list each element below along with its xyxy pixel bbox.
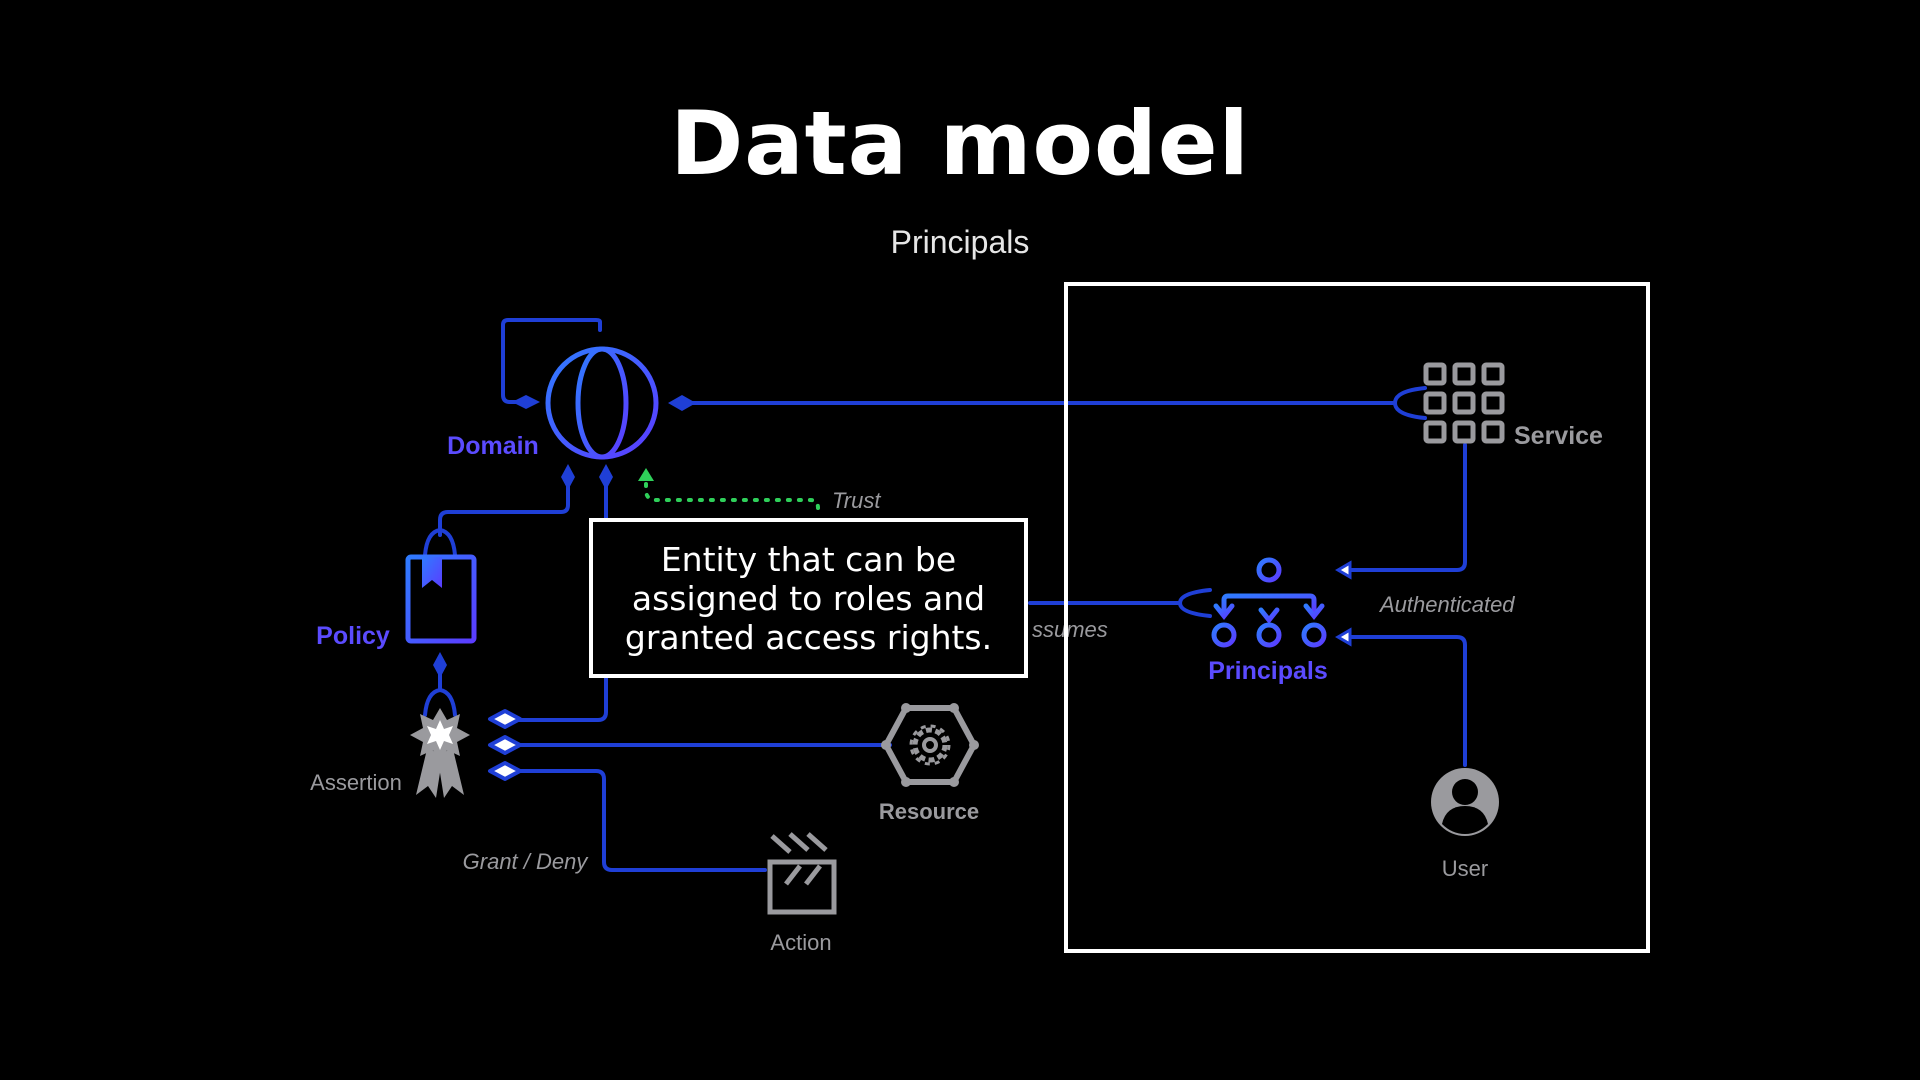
assertion-diamond-3 <box>488 761 522 781</box>
award-badge-icon <box>410 708 470 798</box>
domain-policy-diamond <box>561 464 575 490</box>
domain-self-loop-connector <box>501 318 602 404</box>
service-label: Service <box>1514 422 1603 450</box>
assertion-label: Assertion <box>310 770 402 795</box>
policy-crowfoot <box>423 527 457 557</box>
slide-title: Data model <box>670 92 1250 195</box>
trust-arrowhead <box>638 468 654 481</box>
service-principals-connector <box>1346 443 1467 572</box>
domain-assertion-diamond <box>599 464 613 490</box>
domain-label: Domain <box>447 432 539 460</box>
user-icon <box>1431 768 1499 836</box>
action-label: Action <box>770 930 831 955</box>
clapperboard-icon <box>767 832 837 915</box>
slide-subtitle: Principals <box>890 224 1030 260</box>
policy-label: Policy <box>316 622 390 650</box>
principals-crowfoot <box>1177 588 1212 618</box>
authenticated-arrowhead <box>1335 560 1352 580</box>
user-principals-connector <box>1346 635 1467 767</box>
service-crowfoot <box>1392 386 1427 420</box>
gear-hexagon-icon <box>881 703 979 787</box>
assertion-diamond-2 <box>488 735 522 755</box>
policy-assertion-diamond <box>433 652 447 678</box>
authenticated-edge-label: Authenticated <box>1378 592 1515 617</box>
principals-label: Principals <box>1208 657 1328 685</box>
domain-self-diamond <box>512 395 540 409</box>
assertion-diamond-1 <box>488 709 522 729</box>
hierarchy-icon <box>1211 557 1327 648</box>
assumes-edge-label: ssumes <box>1032 617 1108 642</box>
assertion-crowfoot <box>423 687 457 717</box>
callout-text: Entity that can be assigned to roles and… <box>624 539 993 657</box>
grant-deny-edge-label: Grant / Deny <box>463 849 590 874</box>
assertion-action-connector <box>502 769 767 872</box>
trust-edge-label: Trust <box>832 488 881 513</box>
document-ribbon-icon <box>405 554 477 644</box>
domain-assertion-connector <box>502 484 608 722</box>
definition-callout: Entity that can be assigned to roles and… <box>589 518 1028 678</box>
resource-label: Resource <box>879 799 979 824</box>
user-arrowhead <box>1335 627 1352 647</box>
globe-icon <box>545 346 659 460</box>
domain-service-diamond <box>668 395 696 411</box>
user-label: User <box>1442 856 1488 881</box>
grid-icon <box>1423 362 1505 444</box>
domain-policy-connector <box>438 484 570 537</box>
principals-focus-box <box>1064 282 1650 953</box>
trust-connector <box>644 476 820 510</box>
